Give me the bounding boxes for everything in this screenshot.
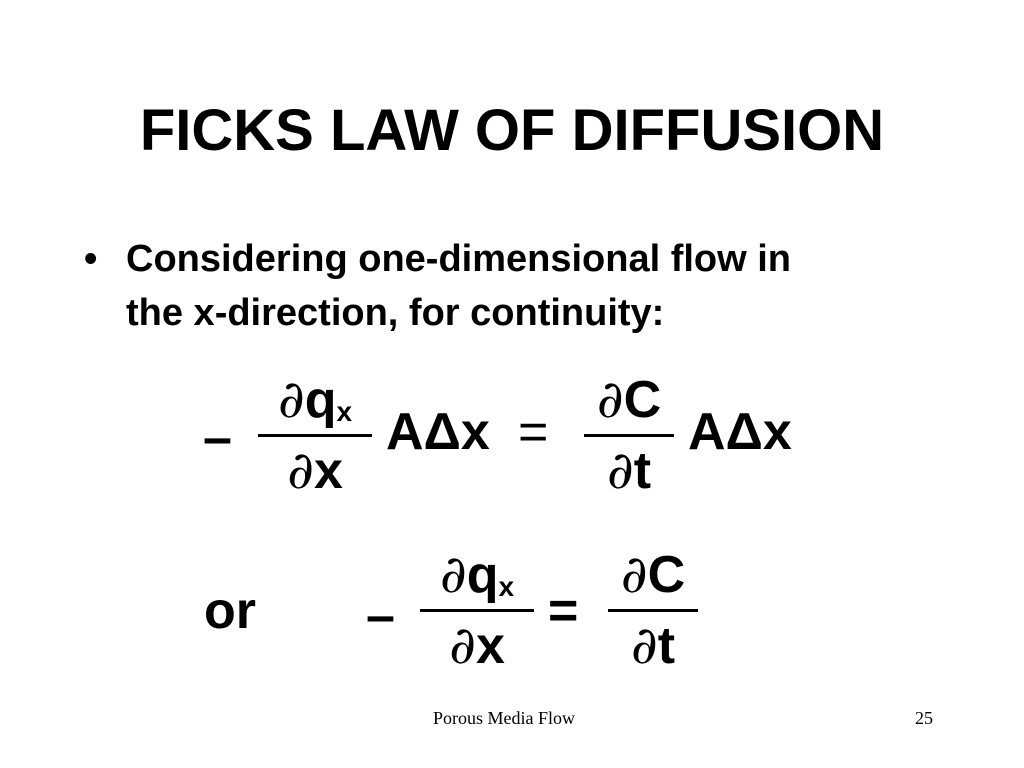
page-number: 25	[915, 708, 933, 728]
bullet-text-line-1: Considering one-dimensional flow in	[126, 238, 792, 280]
eq2-or-label: or	[204, 582, 256, 640]
eq1-lhs-numerator: ∂qx	[258, 370, 372, 430]
eq2-rhs-fraction: ∂C ∂t	[608, 545, 698, 676]
partial-symbol: ∂	[620, 545, 648, 605]
eq2-subscript-x: x	[498, 571, 515, 602]
eq2-var-x: x	[475, 617, 505, 675]
eq2-lhs-denominator: ∂x	[420, 616, 534, 676]
eq1-rhs-denominator: ∂t	[584, 441, 674, 501]
eq2-var-t: t	[657, 617, 676, 675]
slide-title: FICKS LAW OF DIFFUSION	[139, 98, 885, 163]
eq2-minus-sign: –	[366, 587, 395, 645]
eq1-lhs-fraction-bar	[258, 434, 372, 437]
eq1-rhs-fraction: ∂C ∂t	[584, 370, 674, 501]
eq1-rhs-fraction-bar	[584, 434, 674, 437]
eq1-var-x: x	[313, 442, 343, 500]
eq1-subscript-x: x	[336, 396, 353, 427]
eq1-var-t: t	[633, 442, 652, 500]
eq1-rhs-numerator: ∂C	[584, 370, 674, 430]
partial-symbol: ∂	[596, 370, 624, 430]
eq1-rhs-factor: AΔx	[688, 403, 792, 461]
partial-symbol: ∂	[606, 441, 634, 501]
eq1-minus-sign: –	[203, 409, 232, 467]
eq2-lhs-fraction: ∂qx ∂x	[420, 545, 534, 676]
eq2-lhs-fraction-bar	[420, 609, 534, 612]
eq1-var-c: C	[623, 371, 662, 429]
eq2-var-c: C	[647, 546, 686, 604]
eq1-lhs-fraction: ∂qx ∂x	[258, 370, 372, 501]
eq2-lhs-numerator: ∂qx	[420, 545, 534, 605]
eq1-var-q: q	[304, 371, 337, 429]
partial-symbol: ∂	[630, 616, 658, 676]
eq1-lhs-denominator: ∂x	[258, 441, 372, 501]
footer-title: Porous Media Flow	[433, 708, 576, 728]
partial-symbol: ∂	[439, 545, 467, 605]
bullet-item: • Considering one-dimensional flow in th…	[84, 232, 944, 340]
eq2-equals-sign: =	[548, 582, 579, 640]
bullet-dot-icon: •	[84, 238, 98, 280]
partial-symbol: ∂	[287, 441, 314, 501]
bullet-text-line-2: the x-direction, for continuity:	[126, 292, 665, 334]
eq2-var-q: q	[466, 546, 499, 604]
eq2-rhs-denominator: ∂t	[608, 616, 698, 676]
partial-symbol: ∂	[277, 370, 305, 430]
eq1-lhs-factor: AΔx	[386, 403, 490, 461]
eq1-equals-sign: =	[518, 403, 549, 461]
partial-symbol: ∂	[449, 616, 476, 676]
eq2-rhs-numerator: ∂C	[608, 545, 698, 605]
eq2-rhs-fraction-bar	[608, 609, 698, 612]
